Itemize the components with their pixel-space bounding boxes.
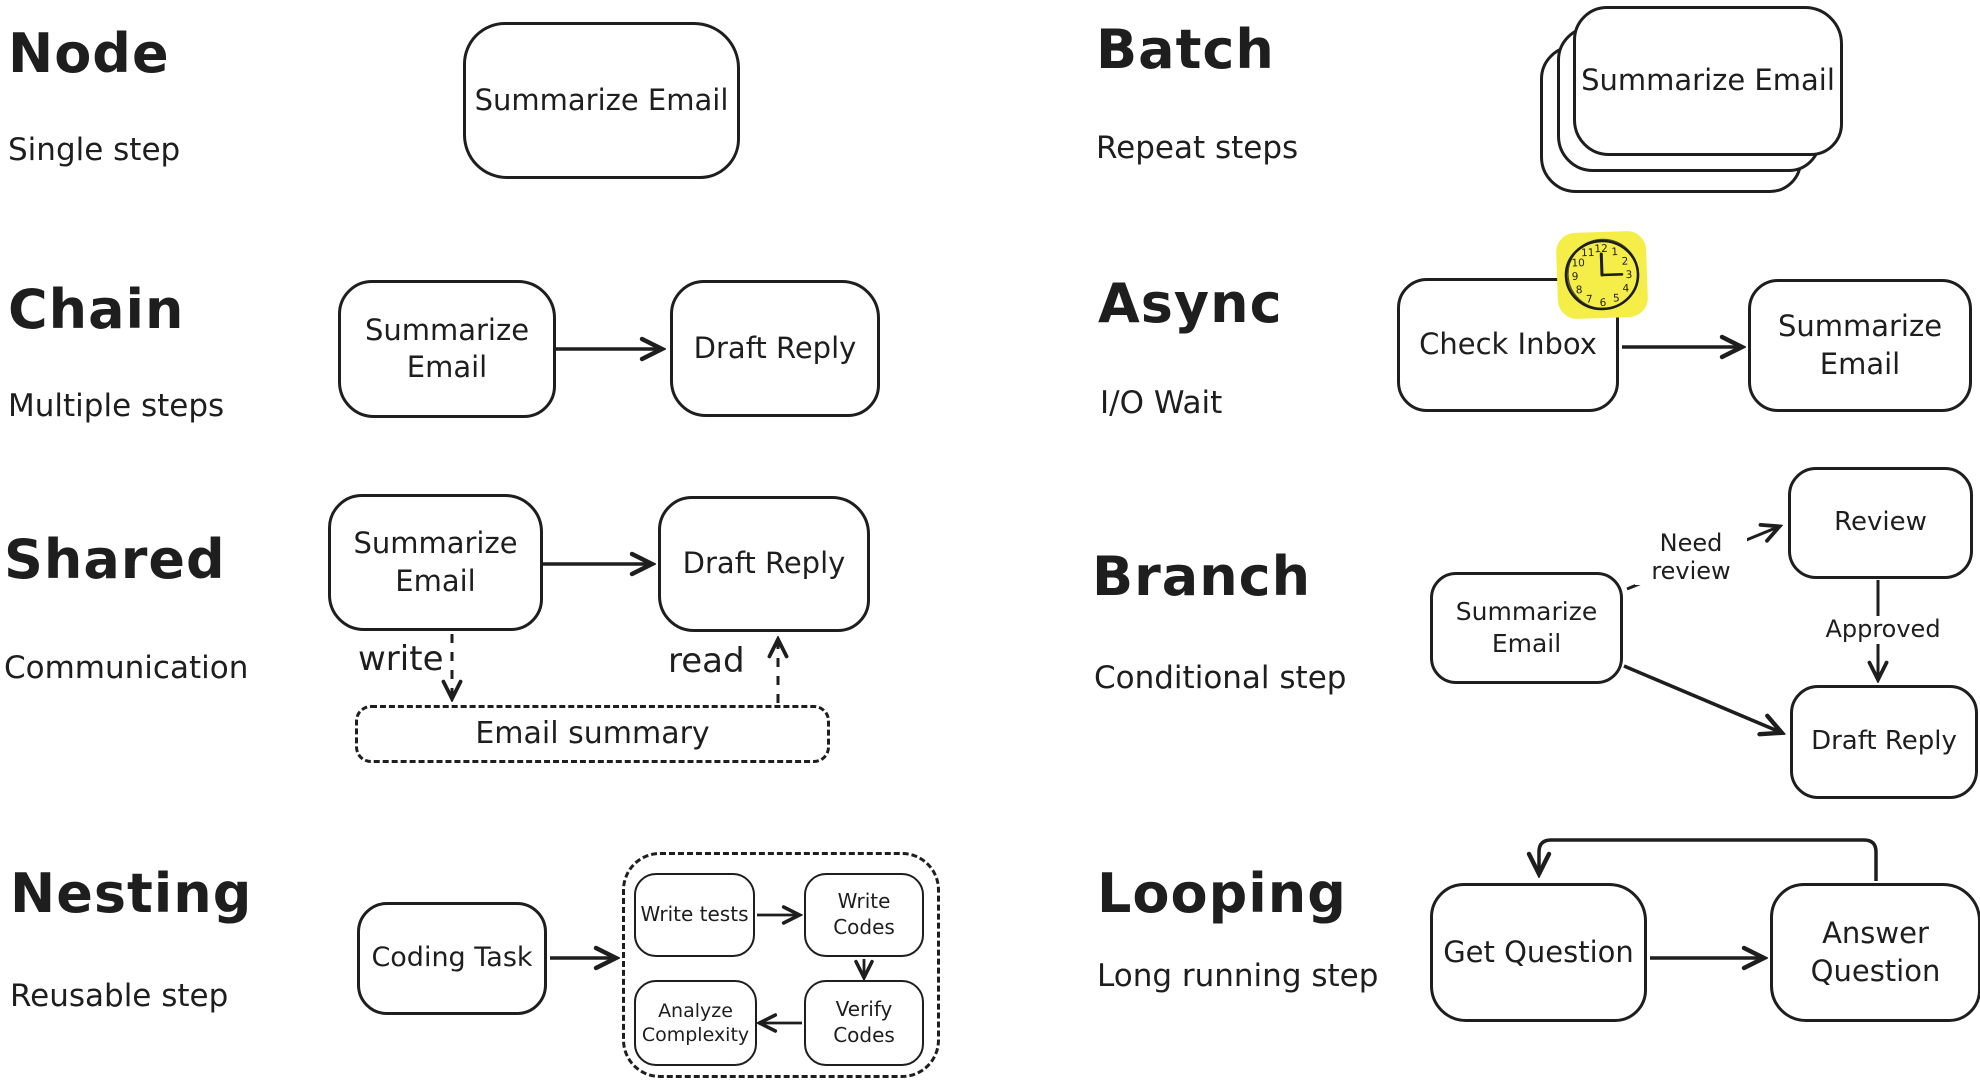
svg-text:2: 2: [1621, 256, 1628, 268]
node-summarize-email-box: Summarize Email: [463, 22, 740, 179]
svg-text:1: 1: [1611, 246, 1618, 258]
nesting-write-tests-label: Write tests: [640, 902, 749, 927]
nesting-write-tests-box: Write tests: [634, 873, 755, 957]
shared-email-summary-store: Email summary: [355, 705, 830, 763]
batch-subtitle: Repeat steps: [1096, 130, 1299, 166]
clock-icon: 12 1 2 3 4 5 6 7 8 9 10 11: [1554, 229, 1649, 320]
svg-text:7: 7: [1586, 293, 1593, 305]
async-title: Async: [1098, 272, 1283, 335]
looping-answer-question-label: Answer Question: [1810, 916, 1941, 988]
chain-summarize-email-box: Summarize Email: [338, 280, 556, 418]
looping-subtitle: Long running step: [1097, 958, 1379, 994]
batch-card-front: Summarize Email: [1573, 6, 1843, 156]
nesting-verify-codes-label: Verify Codes: [833, 997, 895, 1047]
nesting-subtitle: Reusable step: [10, 978, 229, 1014]
shared-draft-reply-box: Draft Reply: [658, 496, 870, 632]
looping-title: Looping: [1097, 862, 1347, 925]
branch-subtitle: Conditional step: [1094, 660, 1347, 696]
svg-text:8: 8: [1576, 284, 1583, 296]
shared-title: Shared: [4, 528, 226, 591]
chain-subtitle: Multiple steps: [8, 388, 225, 424]
chain-title: Chain: [8, 278, 185, 341]
nesting-write-codes-label: Write Codes: [833, 889, 895, 939]
node-subtitle: Single step: [8, 132, 181, 168]
chain-draft-reply-label: Draft Reply: [693, 330, 857, 365]
async-check-inbox-label: Check Inbox: [1419, 327, 1597, 362]
chain-draft-reply-box: Draft Reply: [670, 280, 880, 417]
shared-read-label: read: [668, 641, 745, 681]
svg-text:4: 4: [1622, 283, 1629, 295]
svg-text:5: 5: [1613, 292, 1620, 304]
svg-text:11: 11: [1581, 247, 1595, 259]
nesting-coding-task-label: Coding Task: [371, 942, 533, 974]
shared-summarize-email-box: Summarize Email: [328, 494, 543, 631]
branch-need-review-label: Need review: [1635, 529, 1747, 586]
shared-subtitle: Communication: [4, 650, 249, 686]
async-subtitle: I/O Wait: [1100, 385, 1223, 421]
nesting-verify-codes-box: Verify Codes: [804, 980, 924, 1066]
branch-title: Branch: [1092, 545, 1312, 608]
async-summarize-email-label: Summarize Email: [1777, 309, 1943, 381]
nesting-analyze-complexity-box: Analyze Complexity: [634, 980, 757, 1066]
branch-draft-arrow: [1623, 664, 1780, 732]
svg-text:9: 9: [1572, 271, 1579, 283]
looping-get-question-label: Get Question: [1443, 934, 1634, 969]
batch-title: Batch: [1096, 18, 1275, 81]
nesting-analyze-complexity-label: Analyze Complexity: [641, 999, 750, 1046]
shared-email-summary-label: Email summary: [475, 715, 710, 751]
looping-get-question-box: Get Question: [1430, 883, 1647, 1022]
chain-summarize-email-label: Summarize Email: [364, 312, 530, 384]
svg-text:10: 10: [1571, 257, 1585, 269]
nesting-coding-task-box: Coding Task: [357, 902, 547, 1015]
svg-text:3: 3: [1625, 269, 1632, 281]
looping-back-arrow: [1539, 838, 1878, 881]
branch-draft-reply-box: Draft Reply: [1790, 685, 1978, 799]
nesting-write-codes-box: Write Codes: [804, 873, 924, 957]
shared-draft-reply-label: Draft Reply: [682, 546, 846, 581]
shared-summarize-email-label: Summarize Email: [353, 526, 518, 598]
branch-approved-label: Approved: [1820, 615, 1946, 644]
svg-text:12: 12: [1594, 243, 1608, 255]
batch-summarize-email-label: Summarize Email: [1581, 63, 1835, 98]
nesting-subflow-container: [622, 852, 940, 1078]
branch-summarize-email-box: Summarize Email: [1430, 572, 1623, 684]
node-title: Node: [8, 22, 170, 85]
branch-draft-reply-label: Draft Reply: [1811, 726, 1957, 757]
looping-answer-question-box: Answer Question: [1770, 883, 1980, 1022]
async-summarize-email-box: Summarize Email: [1748, 279, 1972, 412]
branch-summarize-email-label: Summarize Email: [1455, 597, 1598, 658]
nesting-title: Nesting: [10, 862, 253, 925]
branch-review-box: Review: [1788, 467, 1973, 579]
svg-text:6: 6: [1599, 297, 1606, 309]
node-summarize-email-label: Summarize Email: [474, 82, 729, 117]
branch-review-label: Review: [1834, 507, 1927, 538]
shared-write-label: write: [358, 639, 444, 679]
